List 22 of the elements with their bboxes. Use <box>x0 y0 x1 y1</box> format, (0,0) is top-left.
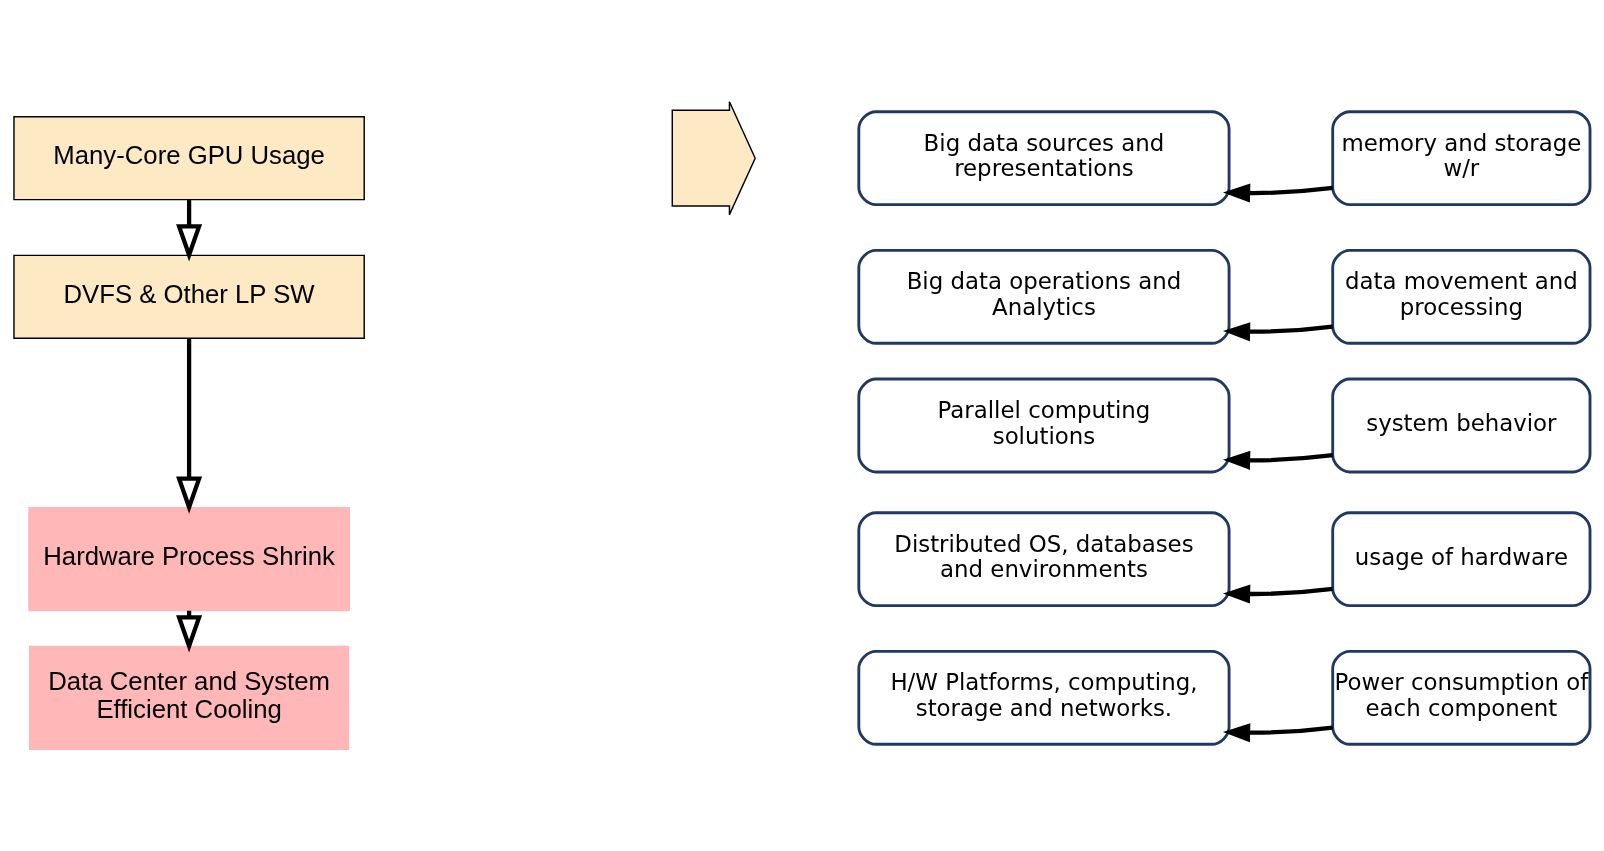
node-arrow <box>671 101 756 216</box>
node-box: Distributed OS, databases and environments <box>857 511 1231 608</box>
node-box: Big data sources and representations <box>857 110 1231 207</box>
node-box: H/W Platforms, computing, storage and networks. <box>857 649 1231 746</box>
node-box: Data Center and System Efficient Cooling <box>29 645 350 750</box>
node-box: Power consumption of each component <box>1331 649 1592 746</box>
arrow <box>1222 450 1333 470</box>
node-box: DVFS & Other LP SW <box>13 254 365 339</box>
node-box: usage of hardware <box>1331 511 1592 608</box>
node-box: Hardware Process Shrink <box>28 507 350 612</box>
arrow <box>176 338 203 514</box>
arrow <box>1222 584 1333 604</box>
node-box: system behavior <box>1331 377 1592 474</box>
node-box: data movement and processing <box>1331 248 1592 345</box>
arrow <box>1222 723 1333 743</box>
node-box: Big data operations and Analytics <box>857 248 1231 345</box>
node-box: Parallel computing solutions <box>857 377 1231 474</box>
node-box: Many-Core GPU Usage <box>13 116 365 201</box>
arrow <box>176 200 203 262</box>
node-box: memory and storage w/r <box>1331 110 1592 207</box>
arrow <box>1222 322 1333 342</box>
arrow <box>1222 183 1333 203</box>
